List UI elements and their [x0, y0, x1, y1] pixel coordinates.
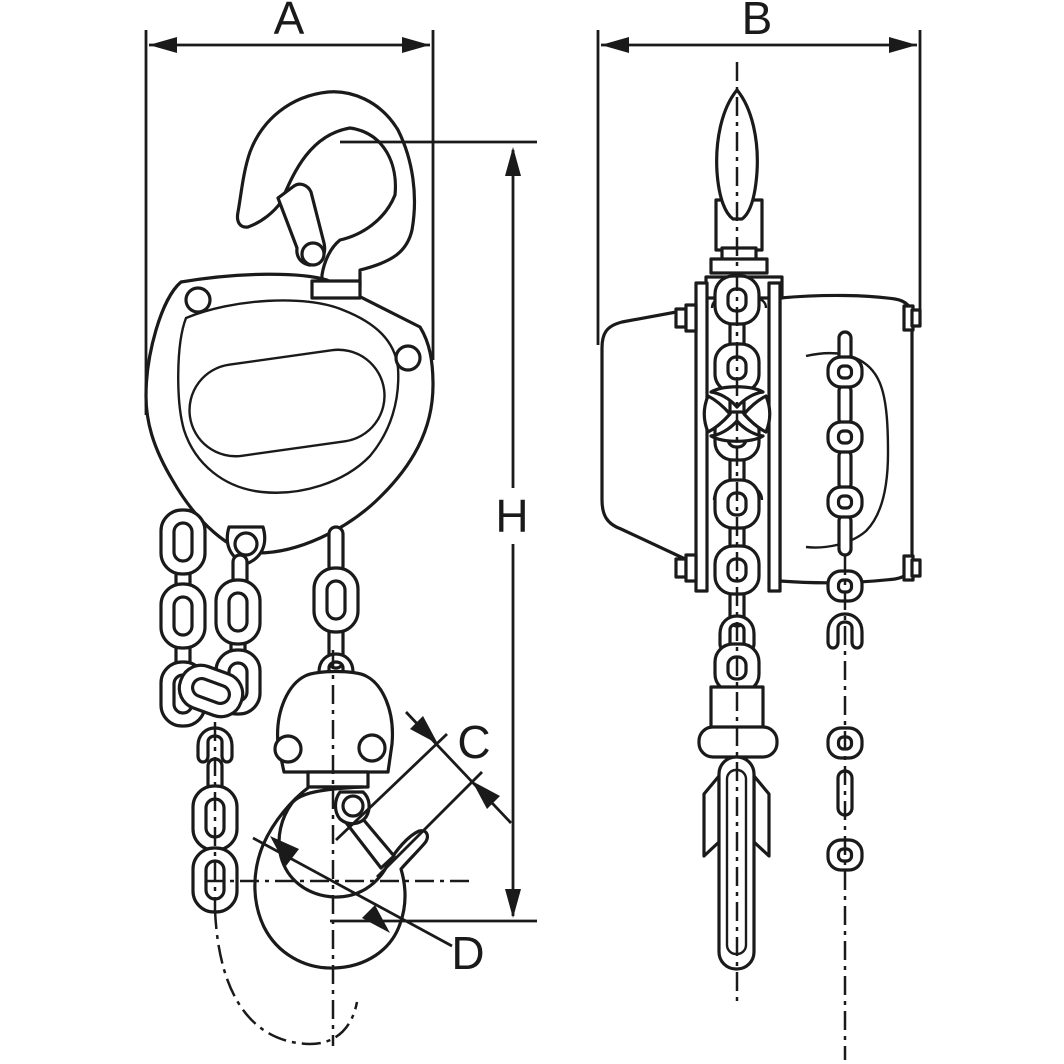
top-hook — [235, 90, 417, 288]
top-hook-body — [235, 90, 417, 288]
hand-chain-side-lower — [826, 569, 864, 872]
housing-bolt-hole — [394, 344, 422, 372]
centerlines-front — [205, 650, 472, 1046]
body-side — [600, 275, 922, 593]
dim-label-b: B — [742, 0, 773, 44]
bottom-hook-assembly — [253, 669, 430, 970]
housing-recess — [177, 299, 400, 494]
bolt-head — [910, 558, 922, 578]
bottom-hook-latch-pivot — [341, 794, 365, 818]
dimension-h: H — [330, 140, 537, 923]
gear-housing-front — [144, 272, 435, 566]
dim-label-d: D — [451, 927, 484, 979]
housing-bolt-hole — [184, 286, 212, 314]
centerlines-side — [735, 62, 847, 1060]
front-view — [144, 90, 472, 1046]
block-hole — [357, 733, 387, 763]
dimension-b: B — [596, 0, 922, 345]
dim-label-h: H — [495, 490, 528, 542]
dim-label-c: C — [457, 716, 490, 768]
bolt-washer — [684, 553, 698, 583]
load-chain-front — [312, 525, 360, 690]
block-hole — [273, 734, 303, 764]
gear-cover-side — [600, 306, 700, 567]
bolt-washer — [684, 303, 698, 333]
dim-label-a: A — [274, 0, 305, 44]
hand-chain-loop-phantom — [213, 909, 359, 1046]
top-hook-side — [709, 88, 769, 275]
dimension-d: D — [252, 836, 485, 979]
hook-swivel-neck — [306, 770, 370, 789]
hook-wing-left — [702, 774, 721, 858]
side-plate-right — [767, 281, 782, 593]
dimension-c: C — [335, 711, 513, 878]
side-plate-left — [694, 281, 709, 593]
side-view — [600, 62, 922, 1060]
hand-chain-lug-hole — [233, 531, 259, 557]
dimension-a: A — [144, 0, 435, 415]
suspension-flange — [709, 257, 769, 275]
hook-mount-bracket — [310, 279, 362, 300]
hook-wing-right — [752, 774, 771, 858]
bolt-head — [910, 308, 922, 328]
top-hook-latch-pivot — [300, 241, 326, 267]
housing-window — [188, 348, 386, 458]
